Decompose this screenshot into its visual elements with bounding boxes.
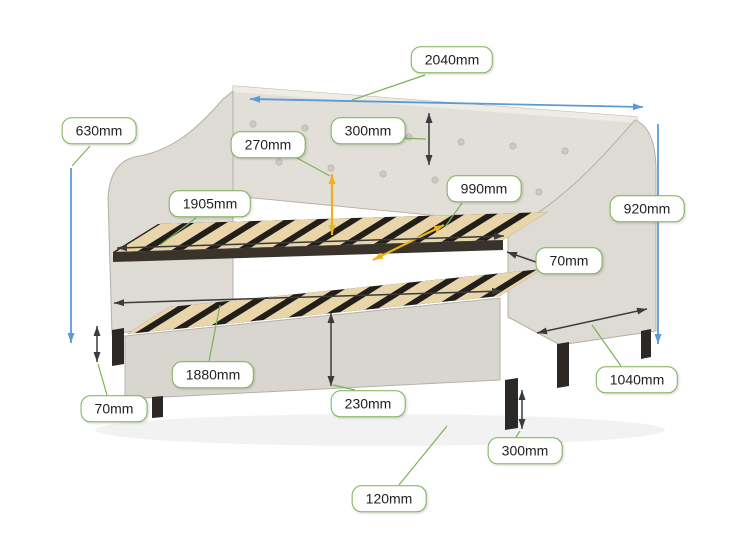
arrow-side-rail-thickness (506, 251, 537, 263)
right-arm-outer-leg (641, 329, 651, 359)
left-arm-leg (112, 328, 124, 366)
dim-slat-length: 1905mm (168, 190, 252, 218)
floor-shadow (95, 414, 665, 446)
dim-trundle-length: 1880mm (171, 361, 255, 389)
dim-slat-area-width: 990mm (446, 175, 522, 203)
dim-back-cushion-height: 300mm (330, 117, 406, 145)
arrow-overall-depth (536, 307, 648, 335)
bed-legs (112, 328, 651, 430)
arrow-slat-length (116, 232, 505, 252)
dim-overall-length: 2040mm (410, 46, 494, 74)
dim-trundle-leg-height: 300mm (487, 437, 563, 465)
dim-backrest-inner-height: 270mm (230, 131, 306, 159)
right-arm-front-leg (557, 342, 569, 388)
dim-trundle-rail-height: 230mm (330, 390, 406, 418)
callout-leader-lines (71, 74, 622, 486)
arrow-trundle-length (113, 287, 503, 307)
arrow-overall-length (249, 95, 644, 111)
trundle-right-leg (505, 378, 518, 430)
dim-overall-depth: 1040mm (595, 366, 679, 394)
dim-trundle-clearance: 120mm (351, 485, 427, 513)
dim-arm-height: 630mm (61, 117, 137, 145)
dim-front-leg-height: 70mm (80, 395, 148, 423)
dim-side-rail-thickness: 70mm (535, 247, 603, 275)
trundle-left-leg (152, 396, 163, 418)
dimension-arrows (67, 95, 662, 429)
dim-overall-height: 920mm (609, 195, 685, 223)
